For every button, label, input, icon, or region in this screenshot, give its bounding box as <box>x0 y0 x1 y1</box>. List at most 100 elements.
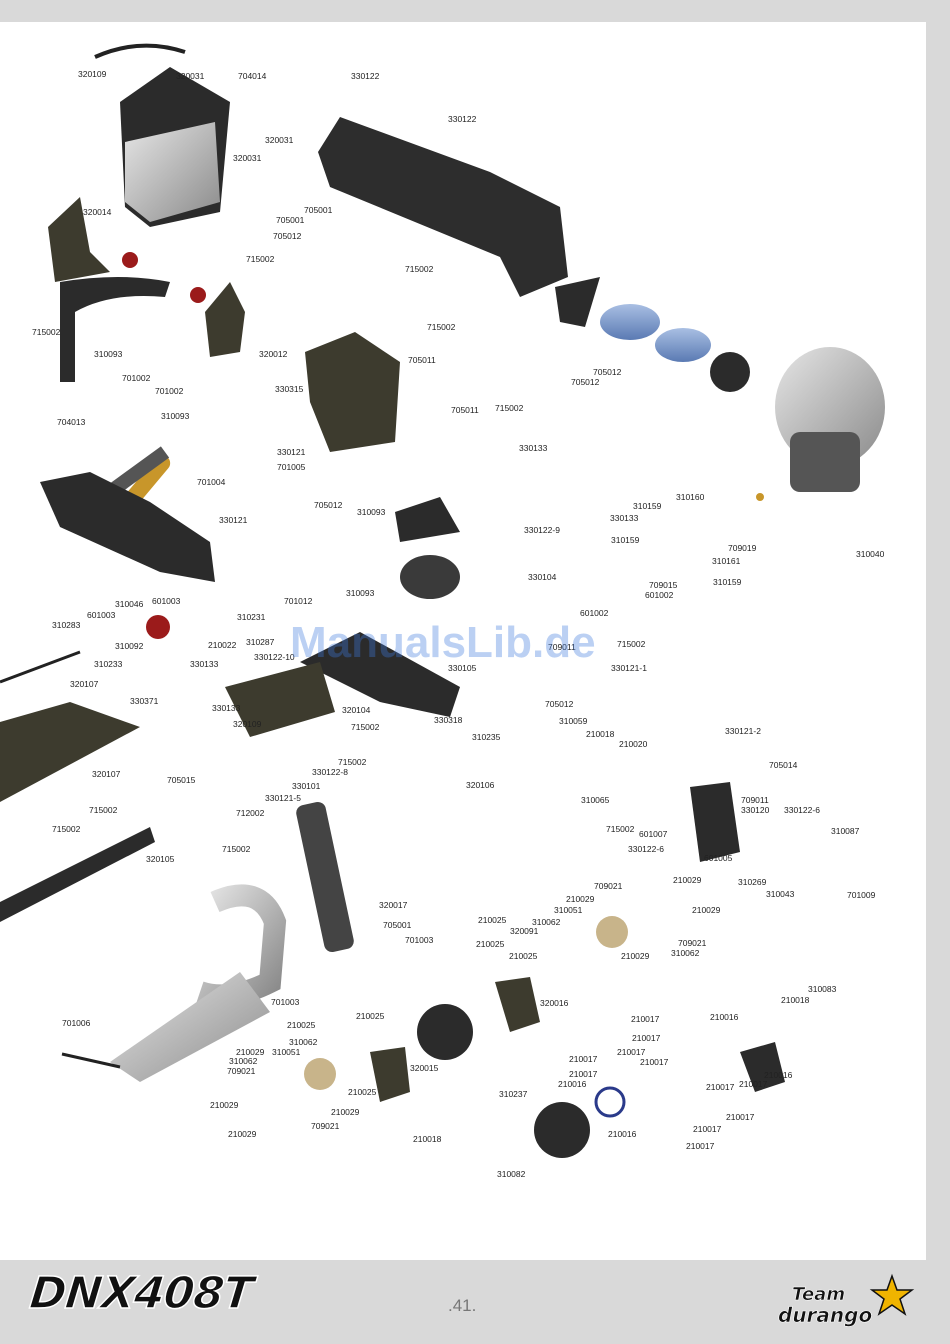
part-number-label: 310051 <box>272 1047 301 1057</box>
part-number-label: 705012 <box>571 377 600 387</box>
part-number-label: 210025 <box>509 951 538 961</box>
part-number-label: 330121-2 <box>725 726 761 736</box>
part-number-label: 210017 <box>640 1057 669 1067</box>
part-number-label: 601003 <box>87 610 116 620</box>
part-number-label: 715002 <box>495 403 524 413</box>
part-number-label: 709011 <box>548 642 576 652</box>
part-number-label: 310283 <box>52 620 81 630</box>
part-number-label: 310046 <box>115 599 144 609</box>
clutch-ring-blue <box>594 1086 626 1118</box>
part-number-label: 330104 <box>528 572 557 582</box>
part-number-label: 310161 <box>712 556 741 566</box>
part-number-label: 210029 <box>566 894 595 904</box>
steering-bearing-red <box>122 252 138 268</box>
part-number-label: 310093 <box>161 411 190 421</box>
part-number-label: 715002 <box>338 757 367 767</box>
part-number-label: 310062 <box>532 917 561 927</box>
part-number-label: 709021 <box>678 938 707 948</box>
part-number-label: 701003 <box>271 997 300 1007</box>
product-logo: DNX408T <box>27 1267 256 1320</box>
part-number-label: 715002 <box>606 824 635 834</box>
part-number-label: 310051 <box>554 905 583 915</box>
part-number-label: 709021 <box>311 1121 340 1131</box>
chassis-plate <box>0 702 140 802</box>
part-number-label: 715002 <box>246 254 275 264</box>
part-number-label: 320109 <box>233 719 262 729</box>
team-durango-logo: Team durango <box>778 1273 915 1327</box>
part-number-label: 320031 <box>233 153 262 163</box>
air-filter-foam-1 <box>600 304 660 340</box>
part-number-label: 715002 <box>427 322 456 332</box>
part-number-label: 705011 <box>451 405 479 415</box>
part-number-label: 330315 <box>275 384 304 394</box>
part-number-label: 705012 <box>593 367 622 377</box>
part-number-label: 601002 <box>645 590 674 600</box>
part-number-label: 310159 <box>633 501 662 511</box>
page-number: .41. <box>448 1296 477 1315</box>
part-number-label: 330122-6 <box>628 844 664 854</box>
part-number-label: 310093 <box>346 588 375 598</box>
part-number-label: 320015 <box>410 1063 439 1073</box>
part-number-label: 310159 <box>611 535 640 545</box>
part-number-label: 320105 <box>146 854 175 864</box>
part-number-label: 705012 <box>545 699 574 709</box>
exhaust-pipe <box>110 884 287 1082</box>
exhaust-wire <box>61 1052 121 1069</box>
part-number-label: 310287 <box>246 637 275 647</box>
part-number-label: 330105 <box>448 663 477 673</box>
part-number-label: 709021 <box>594 881 623 891</box>
part-number-label: 709019 <box>728 543 757 553</box>
part-number-label: 701002 <box>155 386 184 396</box>
part-number-label: 310062 <box>229 1056 258 1066</box>
part-number-label: 330133 <box>190 659 219 669</box>
part-number-label: 210029 <box>331 1107 360 1117</box>
rear-wing <box>318 117 568 297</box>
part-number-label: 320016 <box>540 998 569 1008</box>
air-filter-housing <box>555 277 600 327</box>
part-number-label: 330371 <box>130 696 159 706</box>
brake-disc-front <box>596 916 628 948</box>
rear-diff-gear <box>417 1004 473 1060</box>
part-number-label: 310083 <box>808 984 837 994</box>
part-number-label: 705012 <box>314 500 343 510</box>
part-number-label: 210029 <box>621 951 650 961</box>
part-number-label: 709015 <box>649 580 678 590</box>
antenna-wire <box>94 43 186 59</box>
part-number-label: 330101 <box>292 781 321 791</box>
rear-brace <box>225 662 335 737</box>
part-number-label: 320031 <box>265 135 294 145</box>
part-number-label: 320109 <box>78 69 107 79</box>
air-filter-foam-2 <box>655 328 711 362</box>
part-number-label: 715002 <box>89 805 118 815</box>
part-number-label: 330121 <box>219 515 248 525</box>
part-number-label: 210017 <box>569 1069 598 1079</box>
part-number-label: 210018 <box>781 995 810 1005</box>
part-number-label: 601002 <box>580 608 609 618</box>
receiver-box <box>120 67 230 227</box>
part-number-label: 210025 <box>476 939 505 949</box>
part-number-label: 310040 <box>856 549 885 559</box>
part-number-label: 704014 <box>238 71 267 81</box>
chassis-side-rail <box>0 827 155 922</box>
part-number-label: 715002 <box>405 264 434 274</box>
part-number-label: 330133 <box>610 513 639 523</box>
part-number-label: 210020 <box>619 739 648 749</box>
part-number-label: 320014 <box>83 207 112 217</box>
part-number-label: 705011 <box>408 355 436 365</box>
part-number-label: 210016 <box>558 1079 587 1089</box>
rear-diff-case <box>740 1042 785 1092</box>
star-icon <box>869 1273 915 1316</box>
part-number-label: 210029 <box>228 1129 257 1139</box>
part-number-label: 715002 <box>32 327 61 337</box>
brand-line-2: durango <box>778 1303 872 1327</box>
part-number-label: 330122-6 <box>784 805 820 815</box>
part-number-label: 210016 <box>710 1012 739 1022</box>
spur-gear <box>534 1102 590 1158</box>
page-footer: DNX408T .41. Team durango <box>0 1260 950 1344</box>
air-filter-base <box>710 352 750 392</box>
part-number-label: 210017 <box>726 1112 755 1122</box>
part-number-label: 701005 <box>277 462 306 472</box>
part-number-label: 601003 <box>152 596 181 606</box>
part-number-label: 601005 <box>704 853 733 863</box>
part-number-label: 310092 <box>115 641 144 651</box>
